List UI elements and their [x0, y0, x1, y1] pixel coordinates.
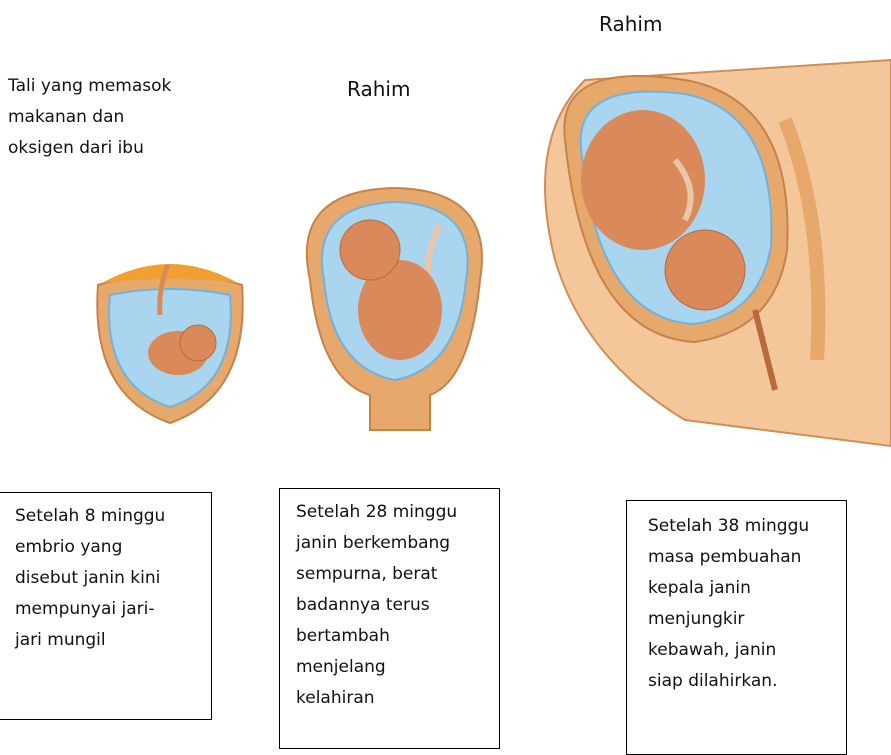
caption-box-38-weeks: Setelah 38 minggu masa pembuahan kepala …: [626, 500, 847, 755]
fetus-head: [665, 230, 745, 310]
label-womb-right: Rahim: [599, 12, 662, 37]
fetus-head: [340, 220, 400, 280]
illustration-8-weeks: [80, 245, 260, 430]
label-umbilical-cord-note: Tali yang memasok makanan dan oksigen da…: [8, 71, 171, 164]
embryo-head: [180, 325, 216, 361]
label-womb-middle: Rahim: [347, 77, 410, 102]
caption-box-28-weeks: Setelah 28 minggu janin berkembang sempu…: [279, 488, 500, 749]
illustration-28-weeks: [290, 180, 500, 435]
illustration-38-weeks: [525, 60, 891, 446]
caption-box-8-weeks: Setelah 8 minggu embrio yang disebut jan…: [0, 492, 212, 720]
